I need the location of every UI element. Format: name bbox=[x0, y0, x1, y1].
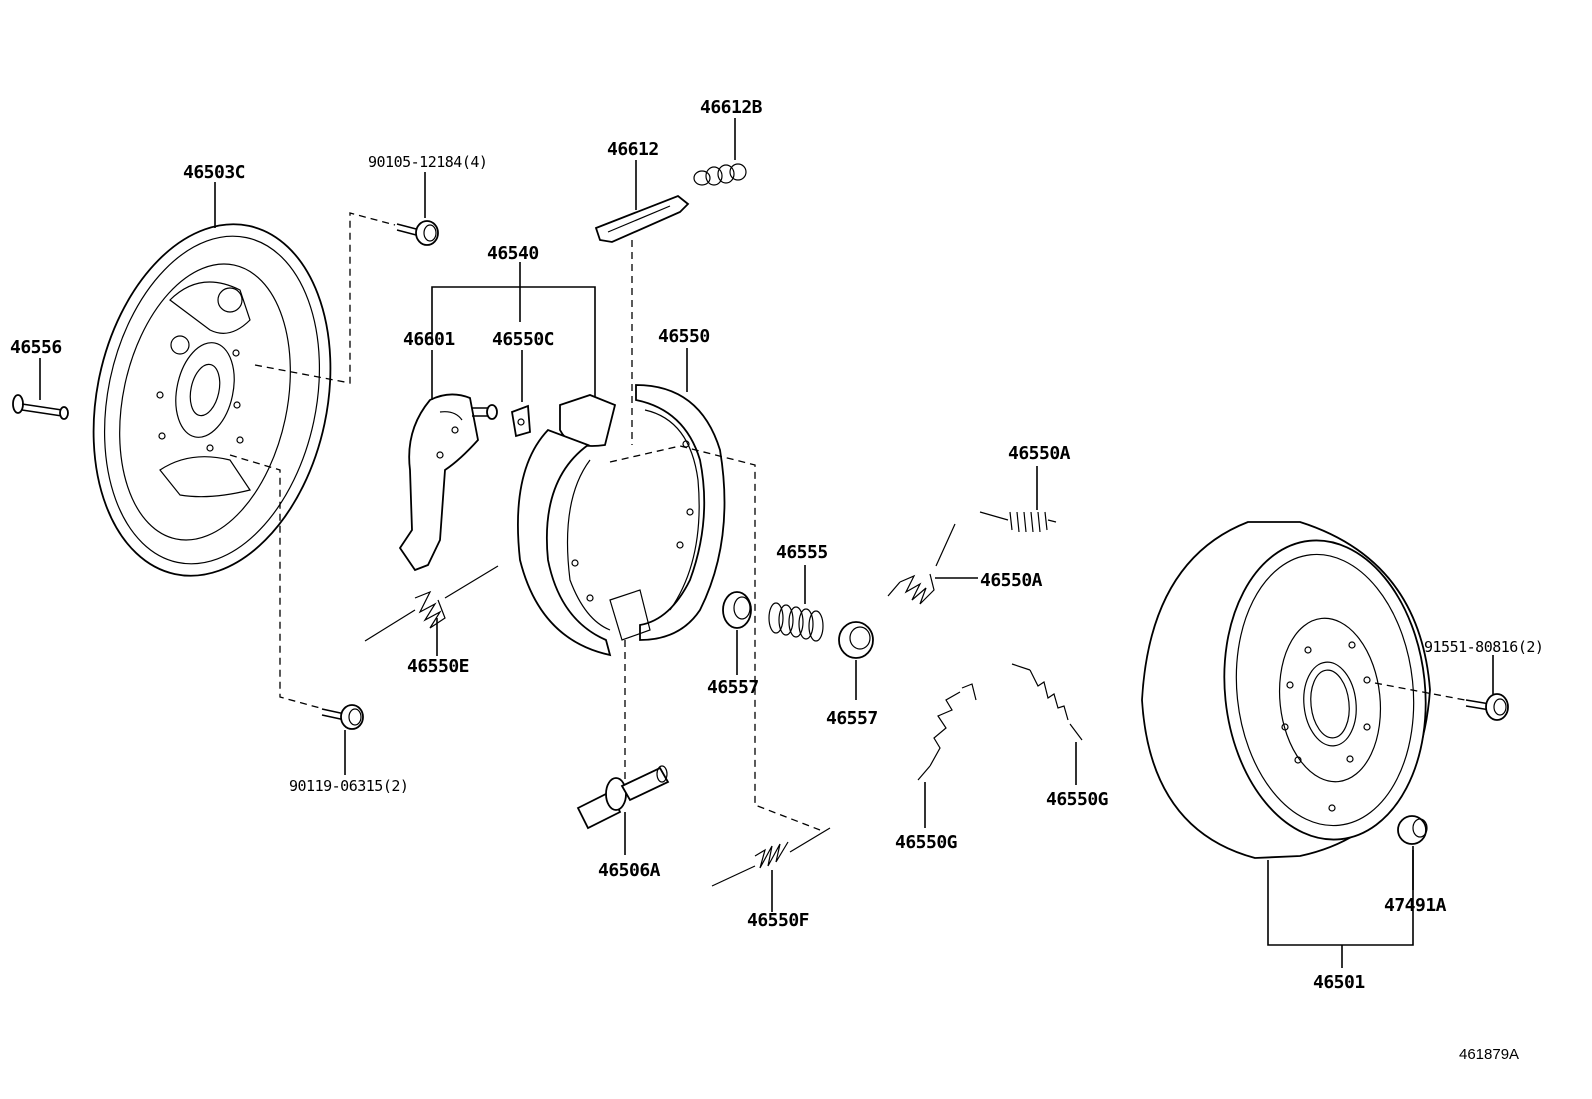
label-46556: 46556 bbox=[10, 337, 62, 358]
illustration-id: 461879A bbox=[1459, 1046, 1519, 1063]
spring-icon[interactable] bbox=[711, 827, 831, 887]
strut-icon[interactable] bbox=[594, 194, 690, 243]
spring-icon[interactable] bbox=[887, 523, 956, 605]
spring-icon[interactable] bbox=[979, 511, 1057, 533]
label-46550: 46550 bbox=[658, 326, 710, 347]
spring-icon[interactable] bbox=[768, 602, 824, 642]
bolt-icon[interactable] bbox=[321, 704, 364, 730]
label-91551-80816: 91551-80816(2) bbox=[1424, 638, 1543, 656]
label-46550A-1: 46550A bbox=[1008, 443, 1071, 464]
label-47491A: 47491A bbox=[1384, 895, 1447, 916]
spring-icon[interactable] bbox=[917, 683, 977, 781]
cup-icon[interactable] bbox=[838, 621, 874, 659]
spring-icon[interactable] bbox=[364, 565, 499, 642]
bolt-icon[interactable] bbox=[1465, 693, 1509, 721]
lever-icon[interactable] bbox=[398, 393, 498, 572]
label-46501: 46501 bbox=[1313, 972, 1365, 993]
bolt-icon[interactable] bbox=[396, 220, 439, 246]
label-46557-b: 46557 bbox=[826, 708, 878, 729]
pin-icon[interactable] bbox=[12, 394, 69, 420]
label-46555: 46555 bbox=[776, 542, 828, 563]
label-46550G-2: 46550G bbox=[1046, 789, 1108, 810]
label-46612B: 46612B bbox=[700, 97, 763, 118]
brake-shoe-icon[interactable] bbox=[517, 384, 726, 657]
label-90119-06315: 90119-06315(2) bbox=[289, 777, 408, 795]
label-46503C: 46503C bbox=[183, 162, 245, 183]
label-46550C: 46550C bbox=[492, 329, 554, 350]
label-46601: 46601 bbox=[403, 329, 455, 350]
adjuster-icon[interactable] bbox=[576, 765, 670, 830]
label-46557-a: 46557 bbox=[707, 677, 759, 698]
drum-icon[interactable] bbox=[1141, 521, 1440, 859]
label-46612: 46612 bbox=[607, 139, 659, 160]
label-46540: 46540 bbox=[487, 243, 539, 264]
spring-icon[interactable] bbox=[1011, 663, 1083, 741]
label-46550A-2: 46550A bbox=[980, 570, 1043, 591]
label-46550G-1: 46550G bbox=[895, 832, 957, 853]
cup-icon[interactable] bbox=[722, 591, 752, 629]
clip-icon[interactable] bbox=[510, 404, 531, 438]
label-46550E: 46550E bbox=[407, 656, 469, 677]
label-46550F: 46550F bbox=[747, 910, 809, 931]
backing-plate-icon[interactable] bbox=[63, 202, 362, 598]
plug-icon[interactable] bbox=[1397, 815, 1428, 845]
label-90105-12184: 90105-12184(4) bbox=[368, 153, 487, 171]
label-46506A: 46506A bbox=[598, 860, 661, 881]
spring-icon[interactable] bbox=[693, 163, 747, 186]
